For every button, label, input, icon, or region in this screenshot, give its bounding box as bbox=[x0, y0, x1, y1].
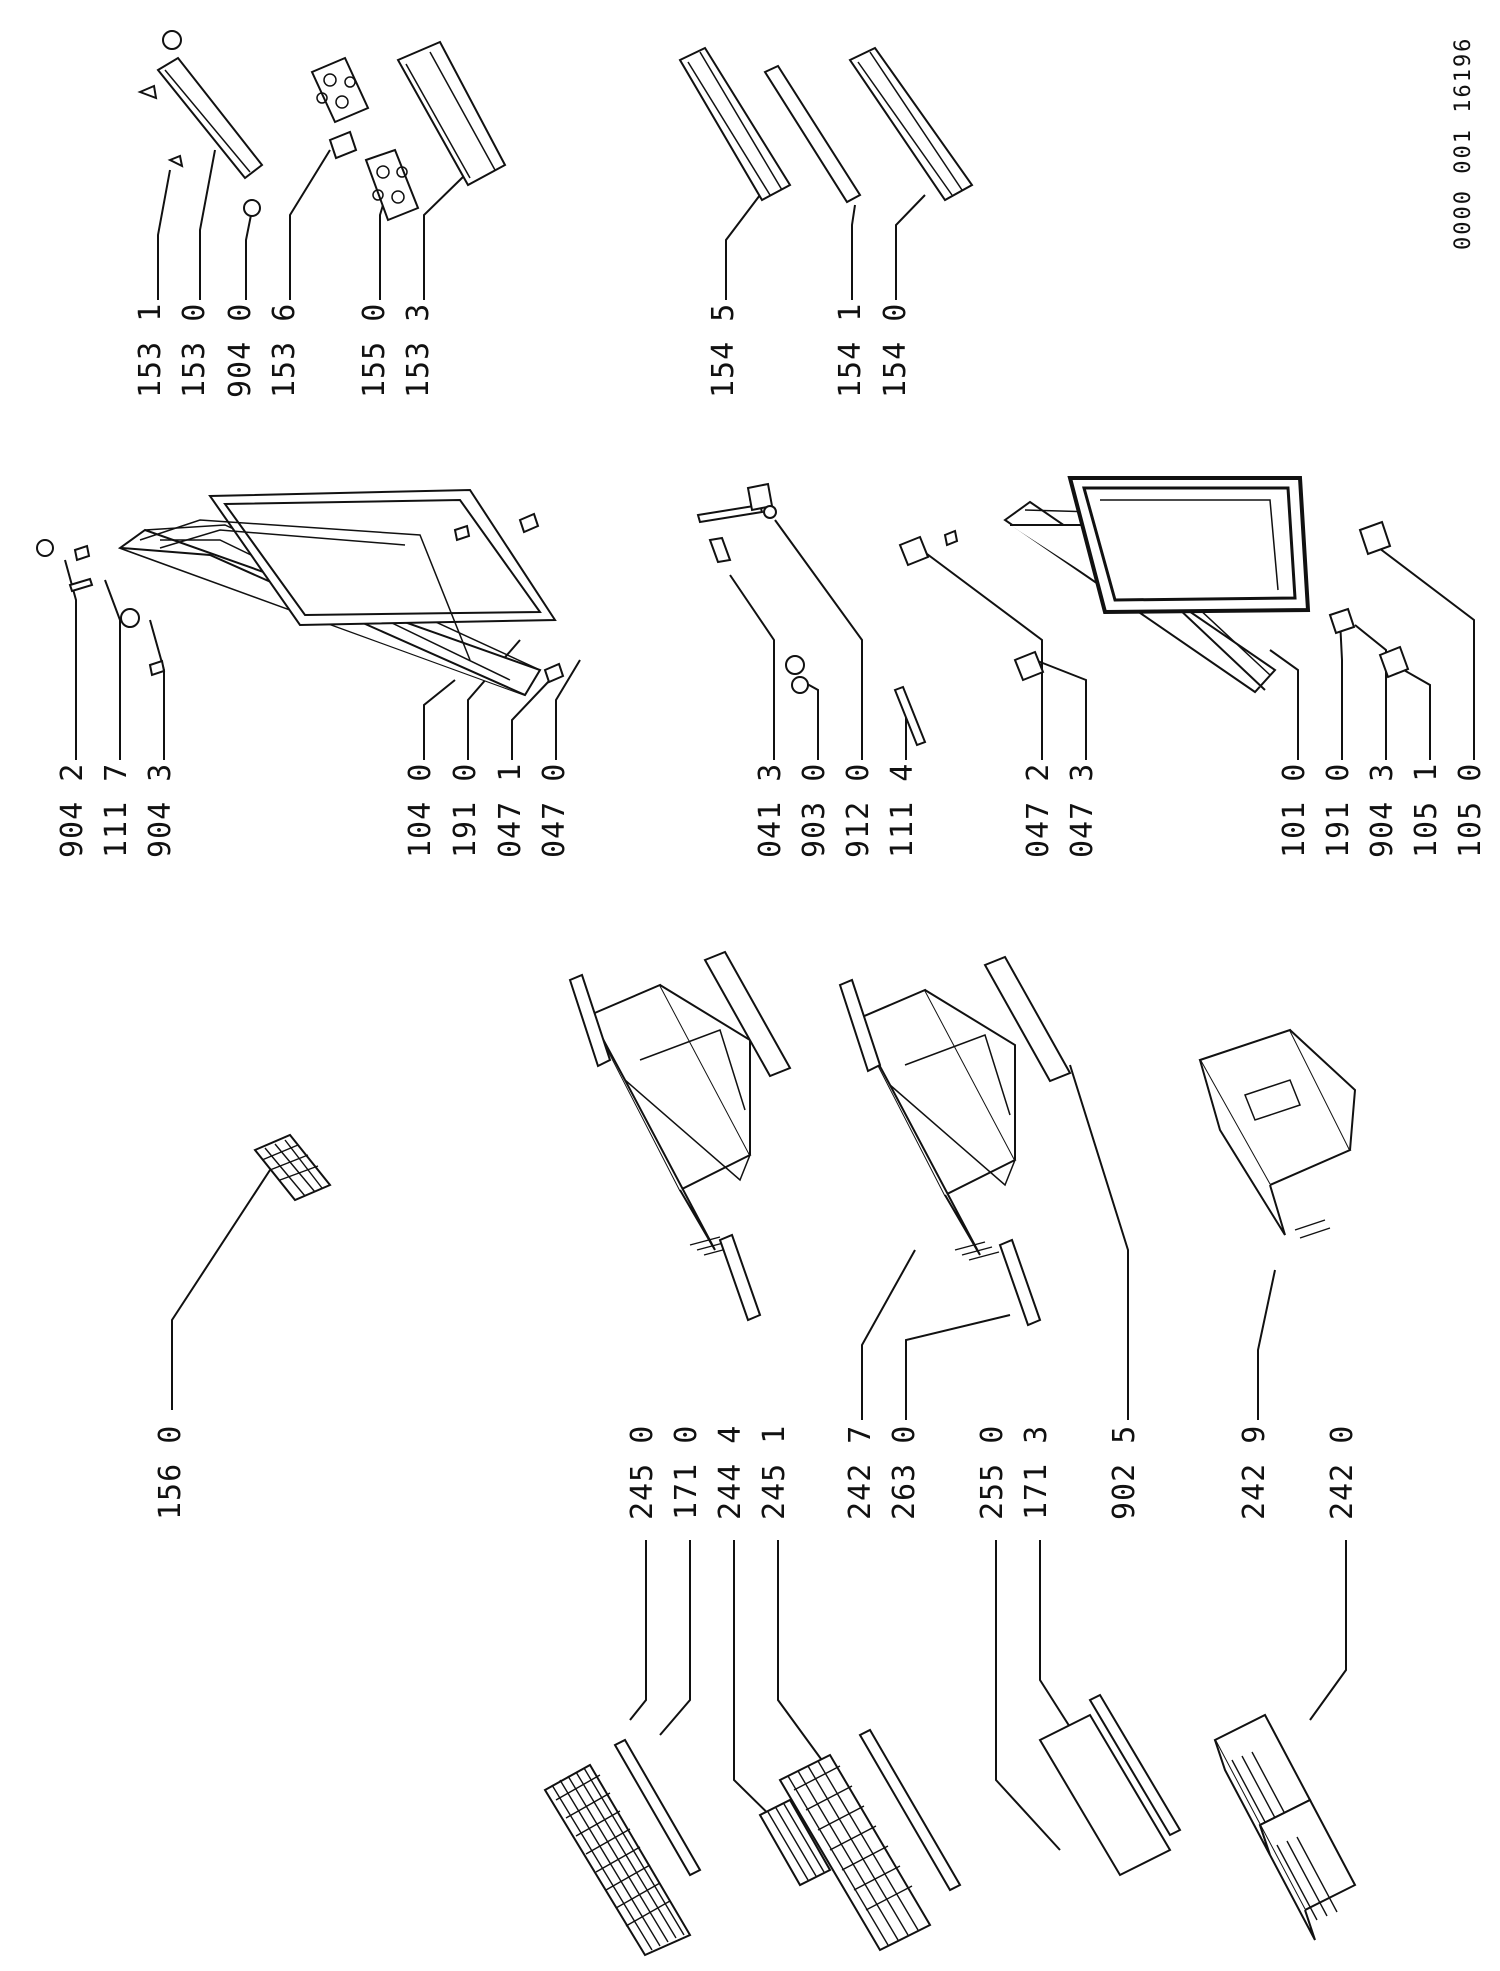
egg-tray-part bbox=[310, 56, 420, 222]
part-label: 104 0 bbox=[403, 763, 438, 858]
group-compartments: 156 0 245 0 171 0 244 4 245 1 242 7 263 … bbox=[153, 950, 1360, 1957]
part-label: 155 0 bbox=[357, 303, 392, 398]
part-label: 904 0 bbox=[223, 303, 258, 398]
part-label: 153 1 bbox=[133, 303, 168, 398]
part-label: 242 7 bbox=[843, 1425, 878, 1520]
document-number: 0000 001 16196 bbox=[1451, 37, 1476, 250]
drawer-runner-upper bbox=[568, 973, 762, 1322]
shelf-bar-part bbox=[137, 30, 264, 217]
crisper-drawer-upper bbox=[588, 983, 752, 1256]
part-label: 902 5 bbox=[1107, 1425, 1142, 1520]
ice-tray-part bbox=[253, 1133, 332, 1202]
wire-shelf-trim-upper bbox=[613, 1738, 702, 1877]
part-label: 191 0 bbox=[1321, 763, 1356, 858]
part-label: 111 7 bbox=[99, 763, 134, 858]
group-door-shelves-upper: 153 1 153 0 904 0 153 6 155 0 153 3 bbox=[133, 30, 507, 398]
door-shelf-part bbox=[396, 40, 507, 187]
part-label: 904 3 bbox=[1365, 763, 1400, 858]
part-label: 912 0 bbox=[841, 763, 876, 858]
part-label: 255 0 bbox=[975, 1425, 1010, 1520]
part-label: 153 3 bbox=[401, 303, 436, 398]
hinge-cover-parts bbox=[898, 519, 1410, 682]
group-upper-door: 904 2 111 7 904 3 104 0 191 0 047 1 047 … bbox=[36, 488, 581, 858]
group-door-balconies: 154 5 154 1 154 0 bbox=[678, 46, 974, 398]
glass-shelf bbox=[1038, 1713, 1172, 1877]
lower-door-gasket-part bbox=[1067, 476, 1311, 615]
part-label: 047 3 bbox=[1065, 763, 1100, 858]
part-label: 153 0 bbox=[177, 303, 212, 398]
drawer-runner-middle bbox=[838, 978, 1042, 1327]
group-lower-door: 041 3 903 0 912 0 111 4 047 2 047 3 101 … bbox=[696, 476, 1488, 858]
screw-parts bbox=[785, 655, 927, 747]
glass-shelf-trim bbox=[1088, 1693, 1182, 1837]
part-label: 245 1 bbox=[757, 1425, 792, 1520]
drawer-cover-upper bbox=[703, 950, 792, 1078]
part-label: 154 5 bbox=[706, 303, 741, 398]
wire-shelf-small bbox=[758, 1798, 832, 1887]
part-label: 245 0 bbox=[625, 1425, 660, 1520]
part-label: 041 3 bbox=[753, 763, 788, 858]
part-label: 153 6 bbox=[267, 303, 302, 398]
small-hardware bbox=[36, 512, 565, 684]
crisper-drawer-middle bbox=[853, 988, 1017, 1261]
balcony-bar-part bbox=[763, 64, 862, 204]
part-label: 191 0 bbox=[448, 763, 483, 858]
part-label: 047 1 bbox=[493, 763, 528, 858]
part-label: 171 3 bbox=[1019, 1425, 1054, 1520]
part-label: 105 1 bbox=[1409, 763, 1444, 858]
balcony-part bbox=[678, 46, 792, 202]
part-label: 156 0 bbox=[153, 1425, 188, 1520]
wire-shelf-trim-lower bbox=[858, 1728, 962, 1892]
part-label: 263 0 bbox=[887, 1425, 922, 1520]
part-label: 171 0 bbox=[669, 1425, 704, 1520]
part-label: 154 0 bbox=[878, 303, 913, 398]
part-label: 101 0 bbox=[1277, 763, 1312, 858]
part-label: 105 0 bbox=[1453, 763, 1488, 858]
upper-door-gasket-part bbox=[208, 488, 557, 627]
drawer-cover-middle bbox=[983, 955, 1072, 1083]
part-label: 904 3 bbox=[143, 763, 178, 858]
part-label: 047 0 bbox=[537, 763, 572, 858]
part-label: 154 1 bbox=[833, 303, 868, 398]
balcony-part-2 bbox=[848, 46, 974, 202]
part-label: 111 4 bbox=[885, 763, 920, 858]
part-label: 903 0 bbox=[797, 763, 832, 858]
freezer-basket-lower bbox=[1258, 1798, 1357, 1941]
part-label: 242 0 bbox=[1325, 1425, 1360, 1520]
part-label: 047 2 bbox=[1021, 763, 1056, 858]
part-label: 904 2 bbox=[55, 763, 90, 858]
freezer-drawer bbox=[1198, 1028, 1357, 1239]
hinge-part bbox=[696, 482, 777, 564]
wire-shelf-upper bbox=[543, 1763, 692, 1957]
upper-door-liner-part bbox=[139, 519, 471, 661]
part-label: 242 9 bbox=[1237, 1425, 1272, 1520]
part-label: 244 4 bbox=[713, 1425, 748, 1520]
wire-shelf-lower bbox=[778, 1753, 932, 1952]
